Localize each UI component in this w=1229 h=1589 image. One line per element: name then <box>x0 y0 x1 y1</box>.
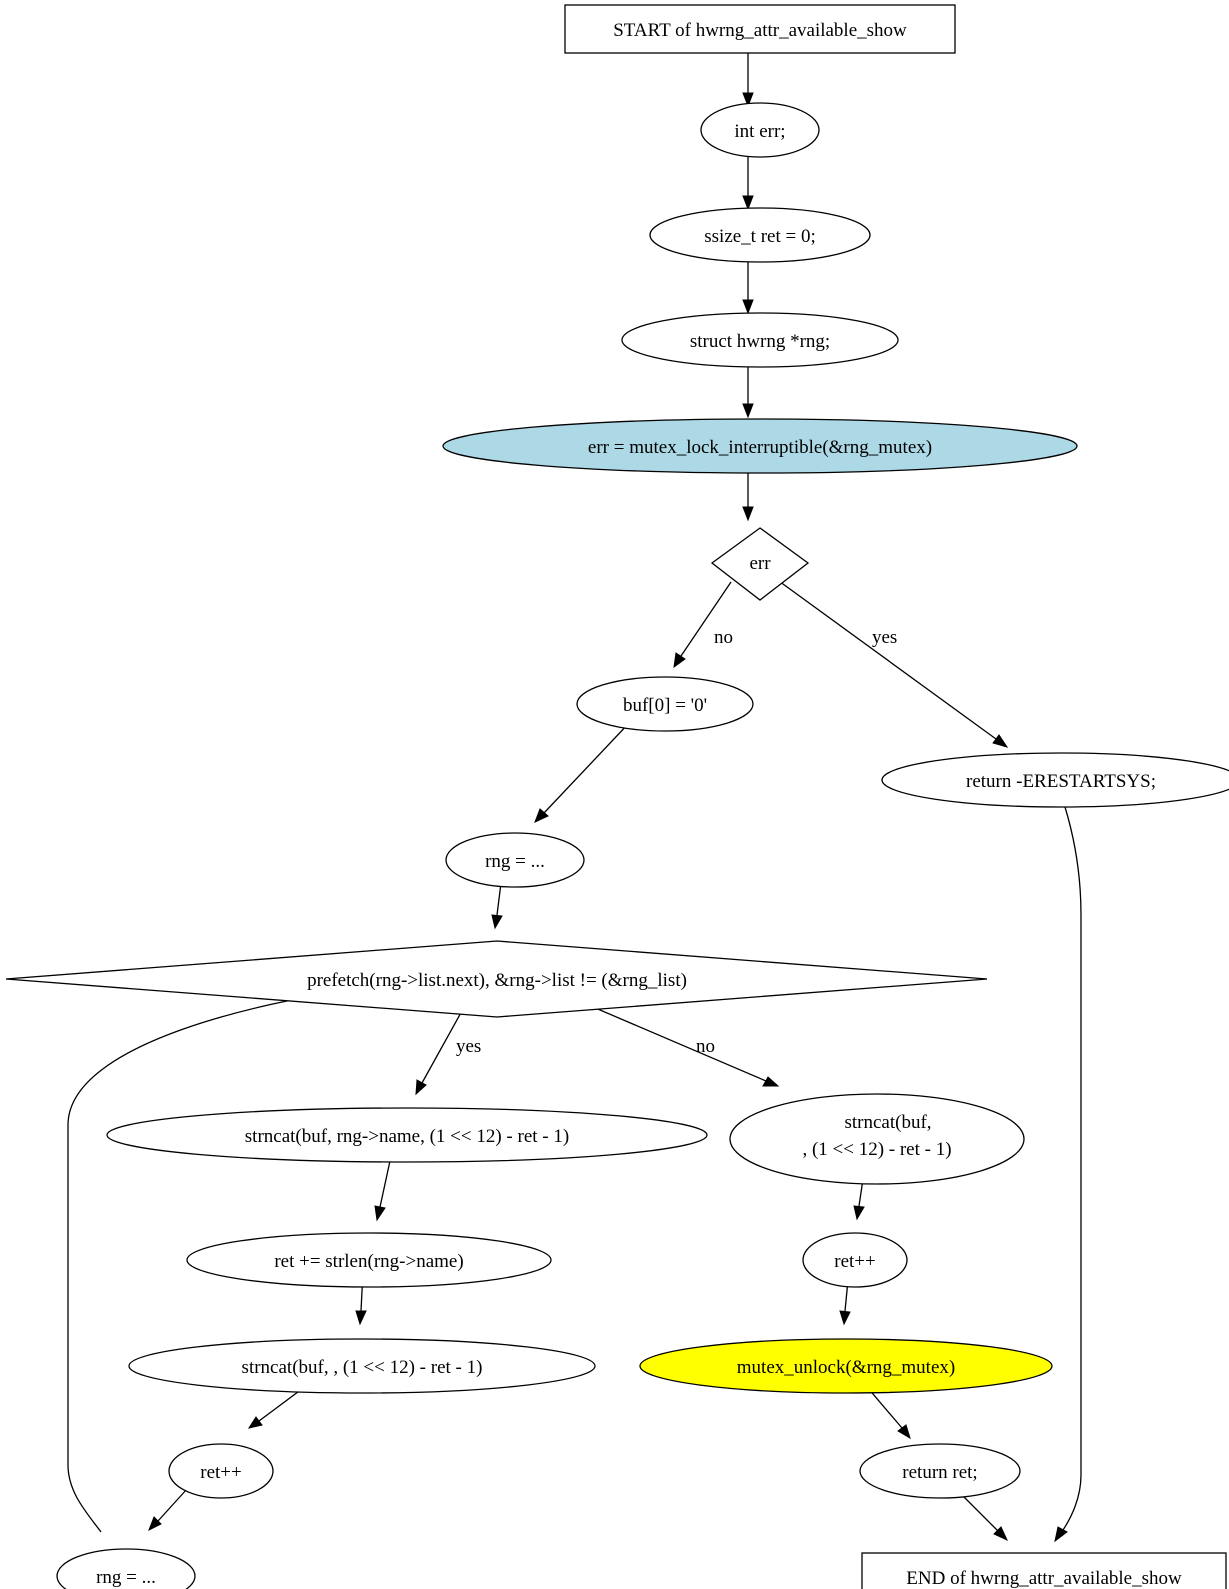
arrowhead <box>762 1076 780 1087</box>
arrowhead <box>839 1310 851 1326</box>
err-decision-label: err <box>749 553 771 574</box>
struct-rng-label: struct hwrng *rng; <box>690 331 830 352</box>
ret-inc-right-label: ret++ <box>834 1251 875 1272</box>
end-node: END of hwrng_attr_available_show <box>861 1552 1227 1589</box>
int-err-node: int err; <box>700 102 820 158</box>
arrowhead <box>742 403 754 419</box>
rng-assign-node-1: rng = ... <box>445 832 585 888</box>
edge-err-no <box>680 581 732 657</box>
mutex-lock-node: err = mutex_lock_interruptible(&rng_mute… <box>442 418 1078 474</box>
arrowhead <box>148 1516 162 1532</box>
return-erestart-label: return -ERESTARTSYS; <box>966 771 1156 792</box>
arrowhead <box>992 734 1009 748</box>
arrowhead <box>1054 1526 1068 1543</box>
rng-assign-label-1: rng = ... <box>485 851 545 872</box>
struct-rng-node: struct hwrng *rng; <box>621 312 899 368</box>
ssize-ret-node: ssize_t ret = 0; <box>649 207 871 263</box>
arrowhead <box>374 1205 386 1222</box>
arrowhead <box>897 1424 911 1440</box>
loop-condition-label: prefetch(rng->list.next), &rng->list != … <box>307 970 687 991</box>
strncat-space-label: strncat(buf, , (1 << 12) - ret - 1) <box>242 1357 483 1378</box>
end-node-label: END of hwrng_attr_available_show <box>906 1568 1182 1589</box>
strncat-name-node: strncat(buf, rng->name, (1 << 12) - ret … <box>106 1107 708 1163</box>
arrowhead <box>491 914 503 930</box>
arrowhead <box>742 92 754 108</box>
ssize-ret-label: ssize_t ret = 0; <box>704 226 816 247</box>
strncat-newline-label-line1: strncat(buf, <box>844 1112 931 1133</box>
nodes: START of hwrng_attr_available_show int e… <box>5 4 1229 1589</box>
arrowhead <box>534 808 549 823</box>
strncat-newline-node: strncat(buf, , (1 << 12) - ret - 1) <box>729 1093 1025 1185</box>
start-node: START of hwrng_attr_available_show <box>564 4 956 54</box>
arrowhead <box>415 1079 427 1096</box>
ret-inc-left-node: ret++ <box>168 1443 274 1499</box>
return-ret-label: return ret; <box>902 1462 977 1483</box>
edge-label-loop-yes: yes <box>456 1036 481 1057</box>
edge-buf-to-rng <box>543 721 631 814</box>
strncat-name-label: strncat(buf, rng->name, (1 << 12) - ret … <box>245 1126 569 1147</box>
buf-zero-node: buf[0] = '0' <box>576 676 754 732</box>
arrowhead <box>355 1310 367 1326</box>
ret-strlen-node: ret += strlen(rng->name) <box>186 1232 552 1288</box>
arrowhead <box>853 1205 865 1221</box>
loop-condition-node: prefetch(rng->list.next), &rng->list != … <box>5 940 988 1018</box>
ret-strlen-label: ret += strlen(rng->name) <box>274 1251 463 1272</box>
arrowhead <box>742 506 754 522</box>
return-erestart-node: return -ERESTARTSYS; <box>881 752 1229 808</box>
edge-label-err-yes: yes <box>872 627 897 648</box>
ret-inc-left-label: ret++ <box>200 1462 241 1483</box>
edge-unlock-to-return-ret <box>866 1386 903 1429</box>
strncat-newline-label-line2: , (1 << 12) - ret - 1) <box>802 1139 951 1160</box>
arrowhead <box>742 195 754 211</box>
return-ret-node: return ret; <box>859 1443 1021 1499</box>
mutex-unlock-label: mutex_unlock(&rng_mutex) <box>737 1357 955 1378</box>
mutex-unlock-shape <box>639 1338 1053 1394</box>
edge-label-loop-no: no <box>696 1036 715 1057</box>
edge-erestart-to-end <box>1062 806 1082 1531</box>
rng-assign-label-2: rng = ... <box>96 1567 156 1588</box>
edge-label-err-no: no <box>714 627 733 648</box>
edge-loop-back <box>67 990 345 1533</box>
arrowhead <box>247 1416 263 1429</box>
edge-labels: no yes yes no <box>456 627 897 1057</box>
arrowhead <box>993 1526 1009 1542</box>
mutex-lock-label: err = mutex_lock_interruptible(&rng_mute… <box>588 437 932 458</box>
start-node-label: START of hwrng_attr_available_show <box>613 20 907 41</box>
mutex-unlock-node: mutex_unlock(&rng_mutex) <box>639 1338 1053 1394</box>
err-decision-node: err <box>710 527 810 601</box>
buf-zero-label: buf[0] = '0' <box>623 695 707 716</box>
edge-err-yes <box>771 575 997 740</box>
ret-inc-right-node: ret++ <box>802 1232 908 1288</box>
arrowhead <box>742 299 754 315</box>
int-err-label: int err; <box>734 121 785 142</box>
arrowhead <box>673 652 686 669</box>
mutex-lock-shape <box>442 418 1078 474</box>
strncat-space-node: strncat(buf, , (1 << 12) - ret - 1) <box>128 1338 596 1394</box>
rng-assign-node-2: rng = ... <box>56 1548 196 1589</box>
